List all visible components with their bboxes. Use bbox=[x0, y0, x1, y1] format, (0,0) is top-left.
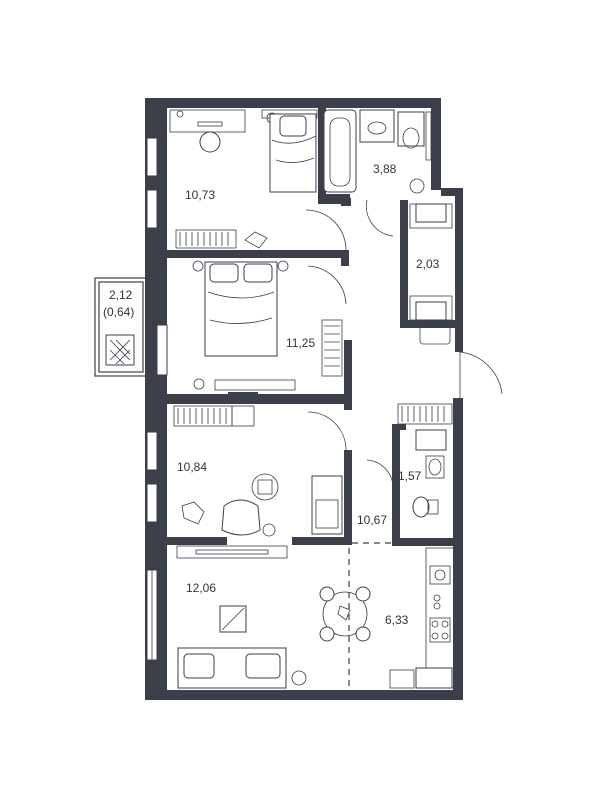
area-label-living-room: 12,06 bbox=[186, 581, 216, 595]
area-label-bedroom-top: 10,73 bbox=[185, 188, 215, 202]
area-label-wardrobe: 2,03 bbox=[416, 257, 440, 271]
balcony bbox=[94, 277, 167, 377]
area-label-kitchen: 6,33 bbox=[385, 613, 409, 627]
interior-walls bbox=[167, 98, 462, 546]
living-room-furniture bbox=[176, 545, 307, 689]
area-label-bedroom-middle: 11,25 bbox=[286, 336, 315, 350]
area-label-balcony: 2,12 bbox=[109, 288, 133, 302]
bedroom-lower-furniture bbox=[173, 405, 347, 537]
area-label-wc: 1,57 bbox=[398, 469, 422, 483]
windows bbox=[146, 137, 168, 661]
area-label-hallway: 10,67 bbox=[357, 513, 387, 527]
area-labels: 10,73 3,88 2,03 2,12 (0,64) 11,25 10,84 … bbox=[103, 162, 440, 627]
exterior-walls bbox=[145, 98, 463, 700]
bedroom-middle-furniture bbox=[192, 260, 347, 396]
bathroom-furniture bbox=[323, 109, 432, 237]
kitchen-furniture bbox=[319, 547, 455, 689]
bedroom-top-furniture bbox=[169, 109, 347, 251]
wc-furniture bbox=[366, 403, 453, 518]
area-label-balcony-reduced: (0,64) bbox=[103, 305, 134, 319]
area-label-bedroom-lower: 10,84 bbox=[177, 460, 207, 474]
zone-dividers bbox=[348, 542, 392, 690]
wardrobe-furniture bbox=[409, 203, 503, 398]
area-label-bathroom: 3,88 bbox=[373, 162, 397, 176]
